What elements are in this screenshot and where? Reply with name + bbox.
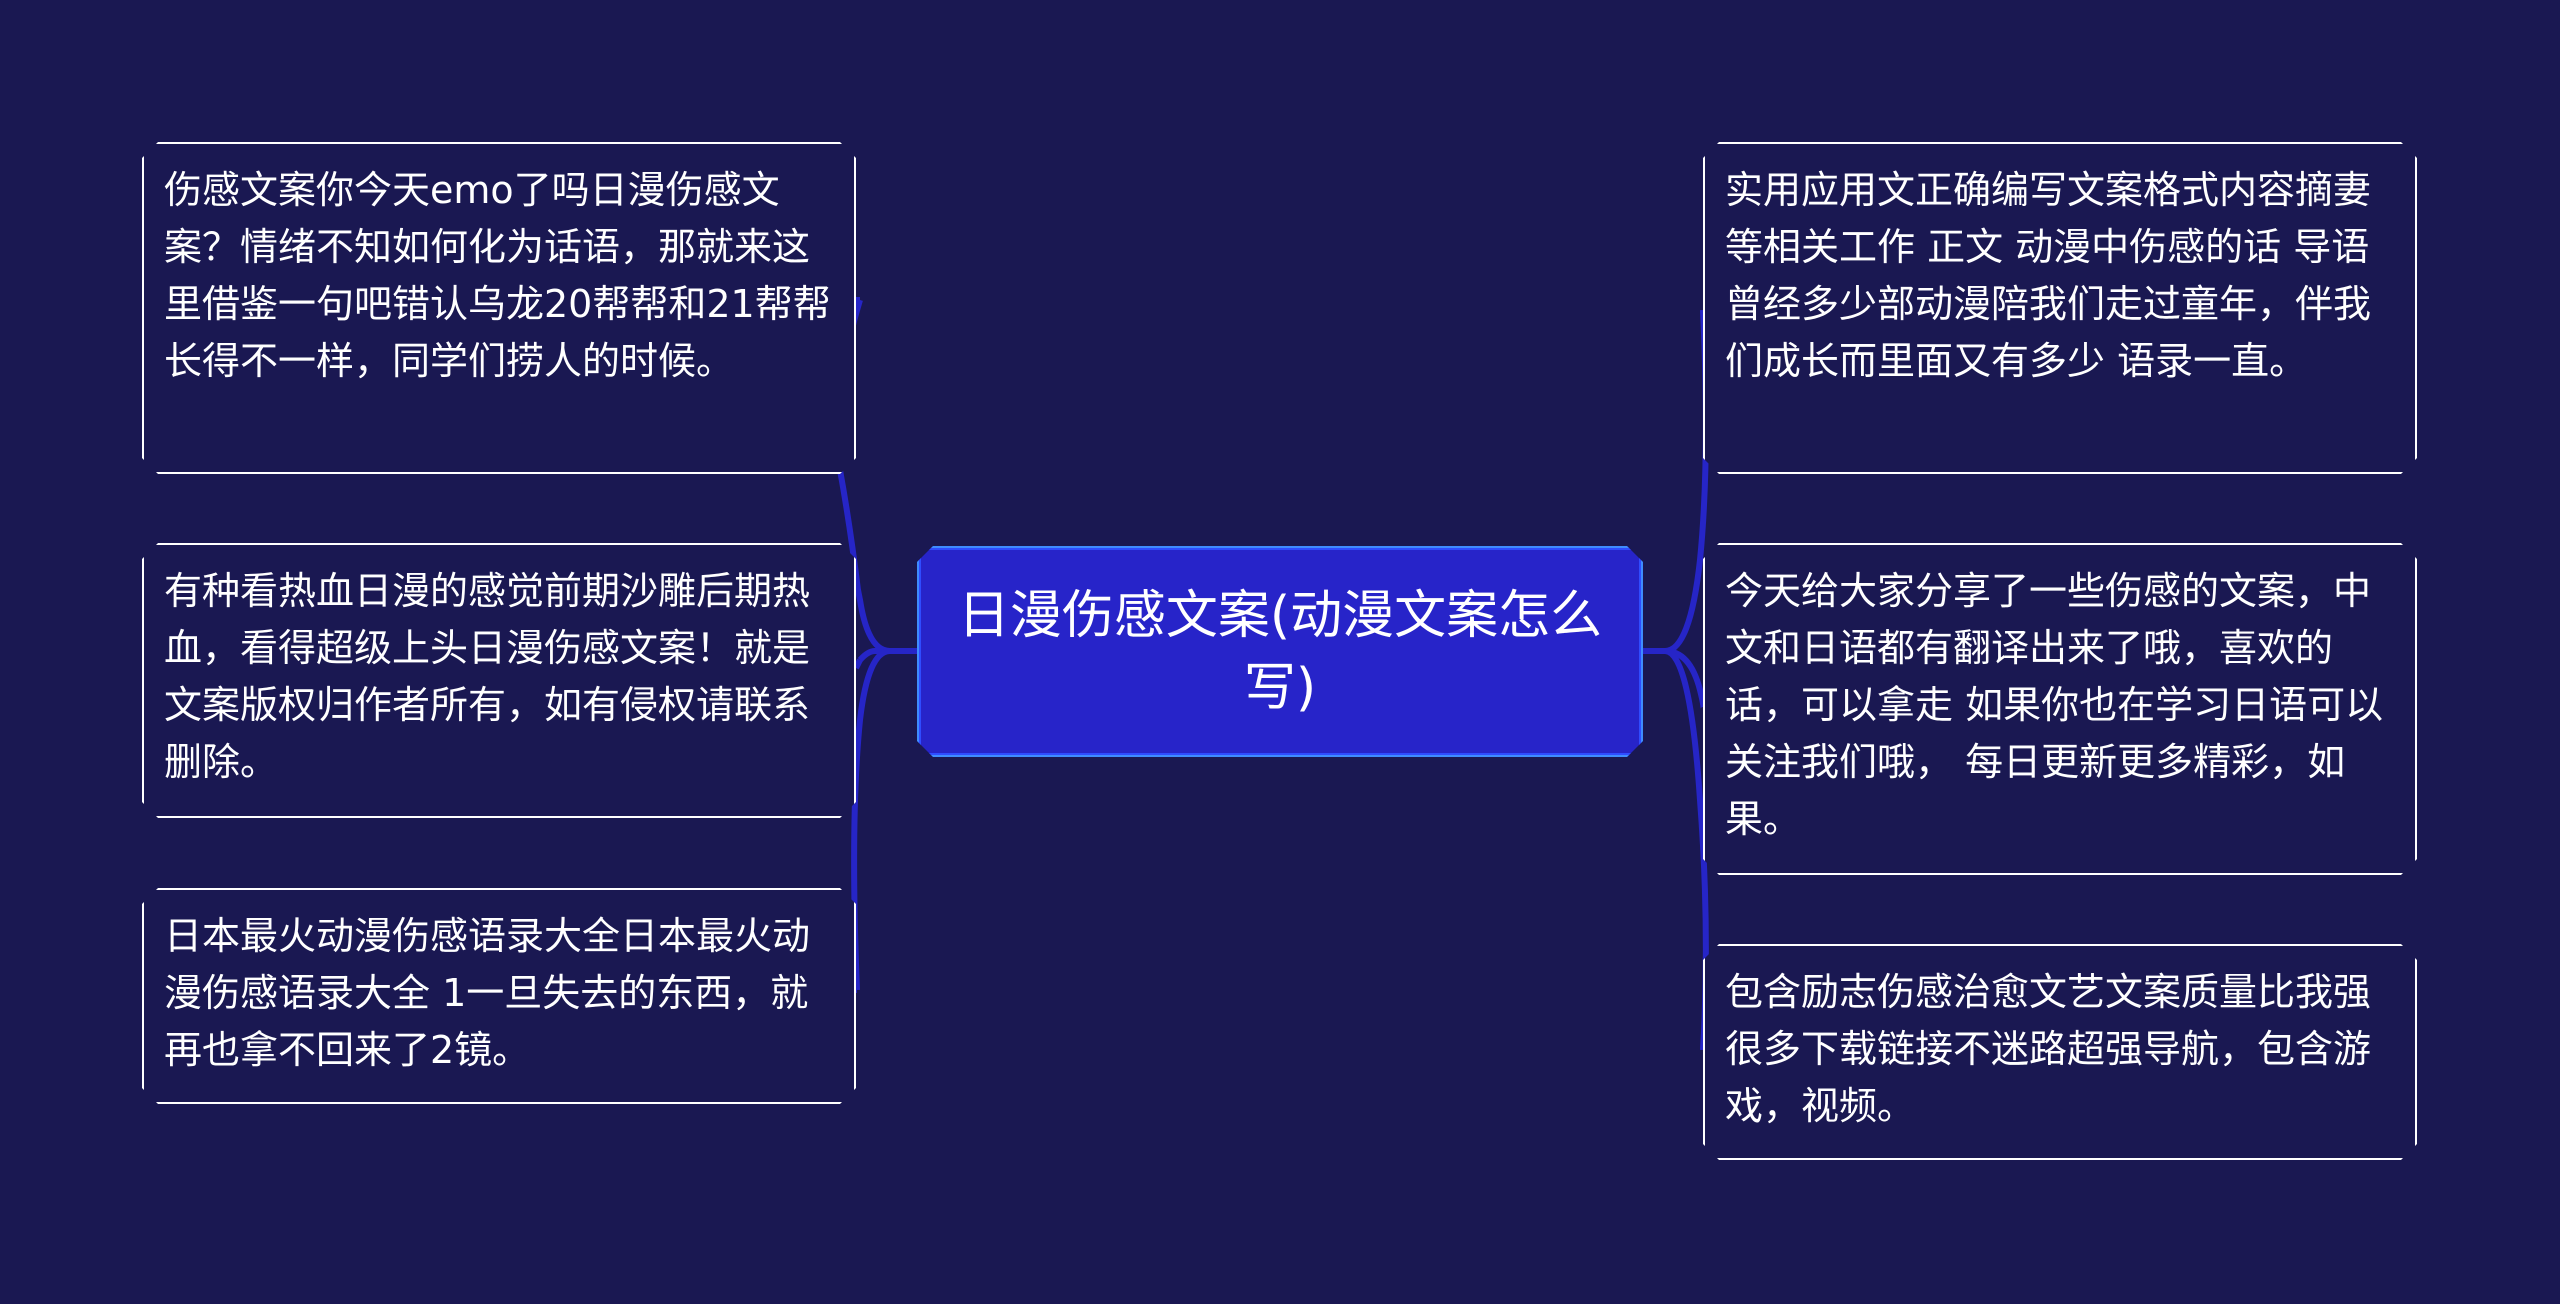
connector-right-3 [1643,648,1709,1051]
topic-node-right-2: 今天给大家分享了一些伤感的文案，中文和日语都有翻译出来了哦，喜欢的话，可以拿走 … [1703,543,2417,875]
connector-left-3 [851,648,917,991]
topic-text-left-2: 有种看热血日漫的感觉前期沙雕后期热血，看得超级上头日漫伤感文案！就是 文案版权归… [164,569,811,784]
topic-text-right-3: 包含励志伤感治愈文艺文案质量比我强很多下载链接不迷路超强导航，包含游戏，视频。 [1725,970,2372,1128]
central-topic-label: 日漫伤感文案(动漫文案怎么写) [957,585,1603,718]
connector-right-1 [1643,309,1709,654]
stub-left-2 [853,658,863,670]
topic-text-right-1: 实用应用文正确编写文案格式内容摘妻等相关工作 正文 动漫中伤感的话 导语曾经多少… [1725,168,2372,383]
topic-node-right-3: 包含励志伤感治愈文艺文案质量比我强很多下载链接不迷路超强导航，包含游戏，视频。 [1703,944,2417,1160]
topic-text-left-1: 伤感文案你今天emo了吗日漫伤感文案？情绪不知如何化为话语，那就来这里借鉴一句吧… [164,168,831,383]
central-topic: 日漫伤感文案(动漫文案怎么写) [917,546,1643,757]
topic-node-left-2: 有种看热血日漫的感觉前期沙雕后期热血，看得超级上头日漫伤感文案！就是 文案版权归… [142,543,856,818]
topic-node-left-3: 日本最火动漫伤感语录大全日本最火动漫伤感语录大全 1一旦失去的东西，就再也拿不回… [142,888,856,1104]
topic-node-left-1: 伤感文案你今天emo了吗日漫伤感文案？情绪不知如何化为话语，那就来这里借鉴一句吧… [142,142,856,474]
topic-node-right-1: 实用应用文正确编写文案格式内容摘妻等相关工作 正文 动漫中伤感的话 导语曾经多少… [1703,142,2417,474]
topic-text-right-2: 今天给大家分享了一些伤感的文案，中文和日语都有翻译出来了哦，喜欢的话，可以拿走 … [1725,569,2384,841]
topic-text-left-3: 日本最火动漫伤感语录大全日本最火动漫伤感语录大全 1一旦失去的东西，就再也拿不回… [164,914,811,1072]
connector-left-2 [857,648,917,663]
